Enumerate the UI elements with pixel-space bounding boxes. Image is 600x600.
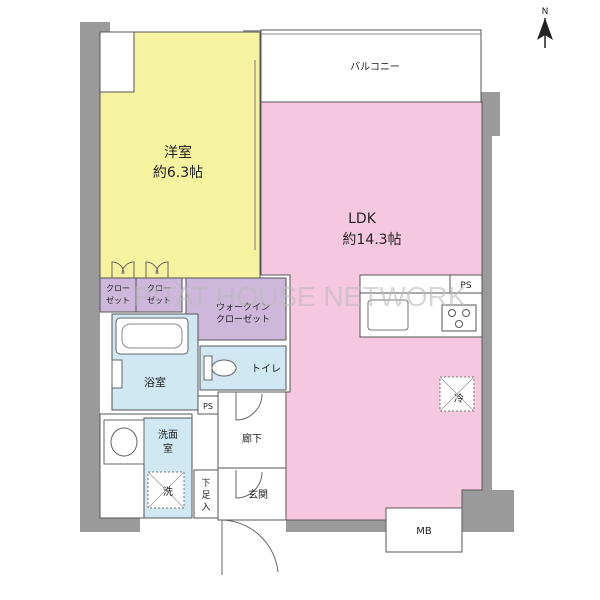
bedroom-name: 洋室 <box>164 144 192 161</box>
watermark-text: PITAT HOUSE NETWORK <box>134 281 467 312</box>
mb-label: MB <box>416 526 432 537</box>
toilet-room: トイレ <box>199 345 287 391</box>
closets: クロー ゼット クロー ゼット ウォークイン クローゼット <box>99 277 287 341</box>
bath-label: 浴室 <box>144 375 166 389</box>
bathtub-icon <box>115 317 189 355</box>
closet1-line1: クロー <box>106 284 130 293</box>
sink-icon <box>103 419 145 465</box>
ldk-size: 約14.3帖 <box>342 232 401 248</box>
ps-bath: PS <box>197 395 219 415</box>
toilet-label: トイレ <box>251 364 281 375</box>
ldk-name: LDK <box>348 211 377 227</box>
meter-box: MB <box>385 507 463 553</box>
washroom: 洗面 室 洗 <box>99 413 193 519</box>
fridge-label: 冷 <box>454 392 464 405</box>
wic-line2: クローゼット <box>216 313 270 325</box>
corridor-area: 廊下 玄関 下 足 入 <box>193 391 287 575</box>
washer-space: 洗 <box>147 471 185 509</box>
stove-icon <box>441 304 477 332</box>
shoe-line3: 入 <box>201 502 210 513</box>
corridor-label: 廊下 <box>242 432 262 445</box>
wic-line1: ウォークイン <box>216 302 270 313</box>
washroom-line2: 室 <box>163 442 173 455</box>
closet-door-swings <box>111 261 169 278</box>
balcony: バルコニー <box>260 29 482 103</box>
bedroom: 洋室 約6.3帖 <box>99 31 261 279</box>
bedroom-size: 約6.3帖 <box>153 165 203 181</box>
washroom-line1: 洗面 <box>158 429 178 441</box>
balcony-label: バルコニー <box>350 61 400 73</box>
shoe-line2: 足 <box>201 490 210 501</box>
toilet-icon <box>203 355 237 381</box>
fridge-space: 冷 <box>439 376 475 412</box>
washer-label: 洗 <box>163 486 173 498</box>
closet1-line2: ゼット <box>106 295 130 305</box>
front-door-swing <box>221 519 279 575</box>
north-arrow-icon: N <box>537 7 553 48</box>
ps-bath-label: PS <box>203 402 213 411</box>
ps-kitchen-label: PS <box>460 281 471 291</box>
ldk: LDK 約14.3帖 PS 冷 <box>260 101 483 521</box>
closet2-line2: ゼット <box>147 295 171 305</box>
entrance-label: 玄関 <box>248 488 268 501</box>
kitchen-counter: PS <box>359 274 483 338</box>
shoe-line1: 下 <box>201 479 210 489</box>
closet2-line1: クロー <box>147 284 171 293</box>
compass-label: N <box>542 7 549 17</box>
bathroom: 浴室 <box>111 313 199 411</box>
